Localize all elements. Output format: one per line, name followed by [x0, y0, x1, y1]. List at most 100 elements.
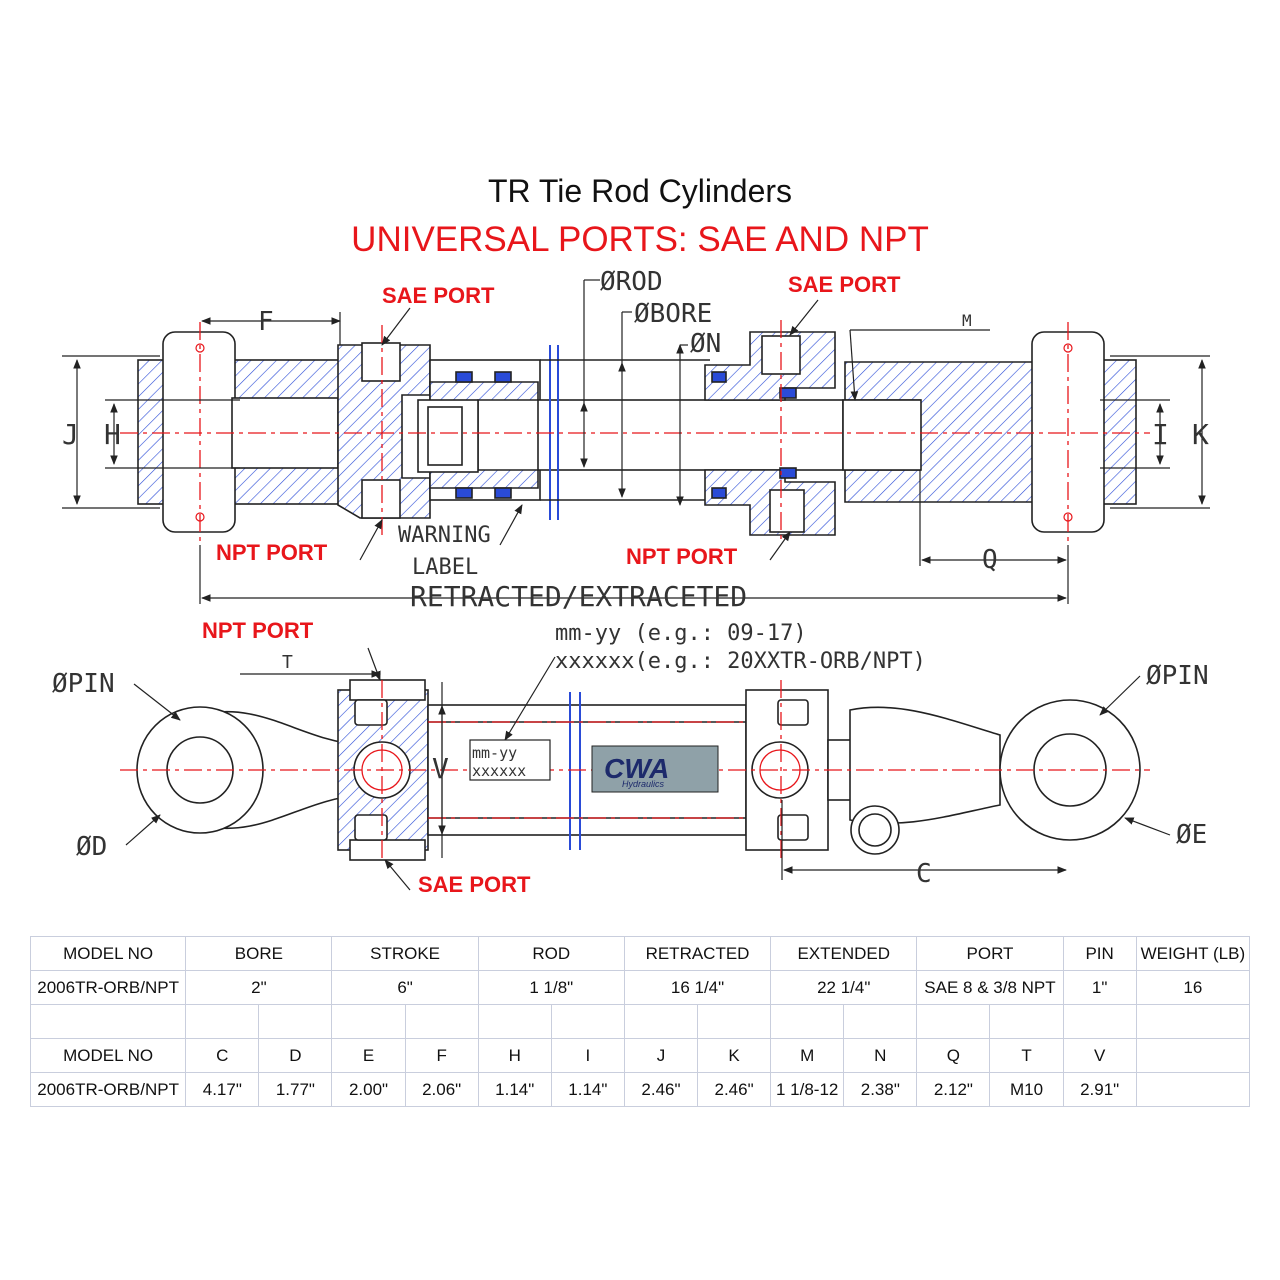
table-cell [989, 1004, 1064, 1039]
piston-seal [494, 371, 512, 383]
piston-nut-inner [427, 406, 463, 466]
piston-rod [537, 399, 844, 471]
table-row: 2006TR-ORB/NPT 2" 6" 1 1/8" 16 1/4" 22 1… [29, 970, 1251, 1005]
table-cell: EXTENDED [770, 936, 918, 971]
table-cell [331, 1004, 406, 1039]
table-cell: 2.46" [623, 1072, 699, 1107]
k-dimension-label: K [1192, 418, 1209, 451]
table-cell: 4.17" [185, 1072, 260, 1107]
f-dimension-label: F [258, 307, 274, 337]
warning-label-line1: WARNING [398, 523, 491, 548]
table-cell: ROD [477, 936, 625, 971]
h-dimension-label: H [104, 418, 121, 451]
i-dimension-label: I [1152, 418, 1169, 451]
t-dimension-label: T [282, 652, 293, 673]
piston-seal [494, 487, 512, 499]
table-cell [843, 1004, 918, 1039]
piston-seal [455, 487, 473, 499]
cylinder-drawing: SAE PORT SAE PORT NPT PORT NPT PORT ØROD… [52, 267, 1210, 897]
table-row: 2006TR-ORB/NPT 4.17" 1.77" 2.00" 2.06" 1… [29, 1072, 1251, 1107]
table-header-row: MODEL NO BORE STROKE ROD RETRACTED EXTEN… [29, 936, 1251, 971]
m-dimension-label: M [962, 311, 972, 330]
overall-length-label: RETRACTED/EXTRACETED [410, 580, 747, 613]
rod-seal [711, 487, 727, 499]
table-cell: J [623, 1038, 699, 1073]
table-cell: I [550, 1038, 625, 1073]
npt-port-right-hole [769, 489, 805, 533]
table-cell: 2.38" [843, 1072, 918, 1107]
n-diameter-label: ØN [690, 329, 721, 359]
table-cell: M [770, 1038, 845, 1073]
table-cell: WEIGHT (LB) [1135, 936, 1251, 971]
sae-port-left-hole [361, 342, 401, 382]
table-cell [770, 1004, 845, 1039]
e-diameter-label: ØE [1176, 820, 1207, 850]
table-cell: 1.14" [477, 1072, 552, 1107]
table-cell: K [697, 1038, 772, 1073]
plate-line2: xxxxxx [472, 762, 526, 780]
table-cell: 1" [1062, 970, 1137, 1005]
logo-subtext: Hydraulics [622, 779, 665, 789]
q-dimension-label: Q [982, 545, 998, 575]
npt-port-left-hole [361, 479, 401, 519]
plate-line1: mm-yy [472, 744, 517, 762]
rod-diameter-label: ØROD [600, 267, 663, 297]
table-cell: STROKE [331, 936, 479, 971]
pin-left-label: ØPIN [52, 669, 115, 699]
serial-format-label: xxxxxx(e.g.: 20XXTR-ORB/NPT) [555, 649, 926, 674]
npt-port-right-label: NPT PORT [626, 544, 738, 569]
table-cell: 2.06" [404, 1072, 479, 1107]
table-cell [1062, 1004, 1137, 1039]
table-cell [1135, 1004, 1251, 1039]
table-cell: PORT [916, 936, 1064, 971]
table-cell: 2.46" [697, 1072, 772, 1107]
logo-text: CWA [604, 753, 669, 784]
table-cell: BORE [185, 936, 333, 971]
table-cell: 1 1/8-12 [770, 1072, 845, 1107]
table-cell: 2.12" [916, 1072, 991, 1107]
table-cell: MODEL NO [29, 1038, 187, 1073]
sae-port-bottom-label: SAE PORT [418, 872, 531, 897]
table-cell: Q [916, 1038, 991, 1073]
id-plate [469, 739, 551, 781]
table-cell: SAE 8 & 3/8 NPT [916, 970, 1064, 1005]
table-cell [550, 1004, 625, 1039]
rod-seal [711, 371, 727, 383]
table-cell: F [404, 1038, 479, 1073]
table-cell: MODEL NO [29, 936, 187, 971]
table-cell: N [843, 1038, 918, 1073]
table-header-row: MODEL NO C D E F H I J K M N Q T V [29, 1038, 1251, 1073]
page-title: TR Tie Rod Cylinders [487, 173, 793, 209]
npt-port-left-label: NPT PORT [216, 540, 328, 565]
table-cell: 16 [1135, 970, 1251, 1005]
table-cell: 2.91" [1062, 1072, 1137, 1107]
sae-port-left-label: SAE PORT [382, 283, 495, 308]
j-dimension-label: J [62, 418, 79, 451]
table-cell: M10 [989, 1072, 1064, 1107]
rod-thread [842, 399, 922, 471]
brand-logo-plate [591, 745, 719, 793]
table-cell [697, 1004, 772, 1039]
piston-seal [455, 371, 473, 383]
table-cell: 6" [331, 970, 479, 1005]
table-cell [916, 1004, 991, 1039]
table-cell: E [331, 1038, 406, 1073]
table-cell: H [477, 1038, 552, 1073]
rod-seal [779, 467, 797, 479]
table-cell [404, 1004, 479, 1039]
npt-port-bottom-label: NPT PORT [202, 618, 314, 643]
table-cell: D [258, 1038, 333, 1073]
v-dimension-label: V [432, 752, 449, 785]
section-view [137, 331, 1137, 536]
rod-seal [779, 387, 797, 399]
table-cell: 2006TR-ORB/NPT [29, 970, 187, 1005]
spec-table: MODEL NO BORE STROKE ROD RETRACTED EXTEN… [29, 936, 1251, 1107]
table-cell [29, 1004, 187, 1039]
right-clevis-ear [1099, 359, 1137, 505]
table-cell: 2.00" [331, 1072, 406, 1107]
table-cell: 22 1/4" [770, 970, 918, 1005]
page-subtitle: UNIVERSAL PORTS: SAE AND NPT [351, 220, 929, 259]
sae-port-right-label: SAE PORT [788, 272, 901, 297]
c-dimension-label: C [916, 859, 932, 889]
warning-label-line2: LABEL [412, 555, 478, 580]
